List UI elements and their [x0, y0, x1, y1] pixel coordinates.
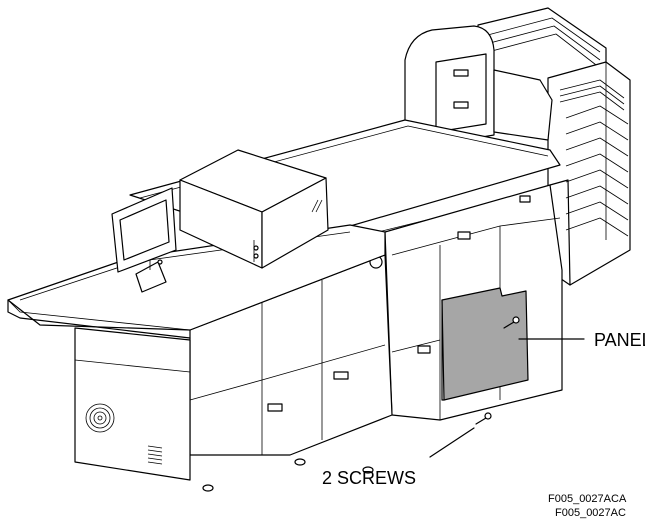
- handle-icon: [457, 231, 471, 240]
- handle-icon: [417, 345, 431, 354]
- handle-icon: [267, 403, 283, 412]
- top-module: [404, 25, 553, 151]
- screw-icon: [503, 316, 520, 329]
- handle-icon: [453, 69, 469, 77]
- screw-icon: [475, 412, 492, 425]
- panel-shape: [441, 287, 529, 401]
- panel-label: PANEL: [594, 330, 645, 350]
- handle-icon: [519, 195, 531, 203]
- caster-icon: [294, 458, 306, 466]
- figure-code-2: F005_0027AC: [555, 507, 626, 519]
- handle-icon: [453, 101, 469, 109]
- speaker-grille-icon: [85, 403, 115, 433]
- monitor-icon: [111, 187, 177, 293]
- panel: [441, 287, 529, 401]
- figure-code-1: F005_0027ACA: [548, 493, 627, 505]
- screws-leader-line: [429, 427, 475, 458]
- vent-grille-icon: [147, 445, 163, 465]
- caster-icon: [202, 484, 214, 492]
- box-unit: [179, 149, 329, 269]
- handle-icon: [333, 371, 349, 380]
- caster-icon: [362, 466, 374, 474]
- screws-label: 2 SCREWS: [322, 468, 416, 488]
- output-trays: [565, 105, 629, 237]
